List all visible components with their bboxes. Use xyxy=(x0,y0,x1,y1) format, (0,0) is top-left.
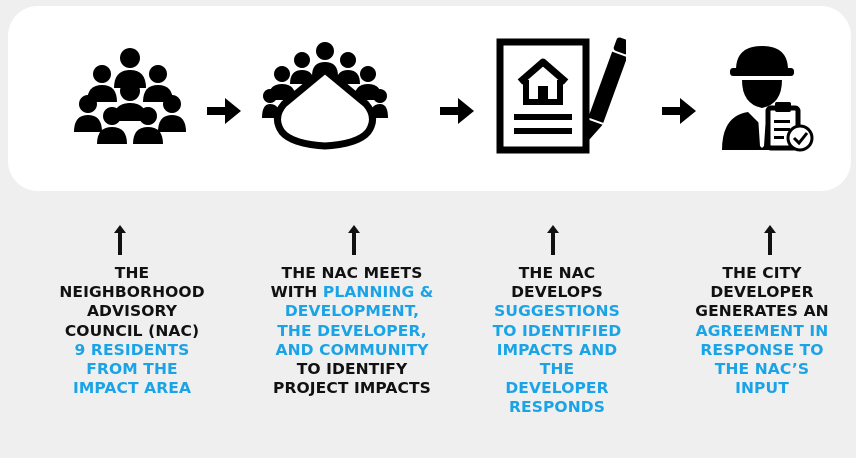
step-3-caption: THE NAC DEVELOPS SUGGESTIONS TO IDENTIFI… xyxy=(466,264,648,418)
right-arrow-icon xyxy=(207,98,241,124)
caption-line: TO IDENTIFY xyxy=(296,360,408,379)
house-document-pen-icon xyxy=(496,37,626,154)
caption-line: THE DEVELOPER, xyxy=(277,321,427,340)
step-1-caption: THE NEIGHBORHOOD ADVISORY COUNCIL (NAC) … xyxy=(36,264,228,398)
caption-line: AND COMMUNITY xyxy=(275,340,429,359)
right-arrow-icon xyxy=(662,98,696,124)
caption-line: DEVELOPMENT, xyxy=(284,302,420,321)
up-arrow-icon xyxy=(764,225,776,255)
up-arrow-icon xyxy=(348,225,360,255)
caption-line: RESPONSE TO xyxy=(700,340,824,359)
step-2-caption: THE THE NAC MEETS WITH PLANNING & DEVELO… xyxy=(249,264,455,398)
caption-line: FROM THE xyxy=(86,360,178,379)
people-group-icon xyxy=(74,48,186,144)
caption-line: THE NAC xyxy=(518,264,596,282)
caption-line: SUGGESTIONS xyxy=(494,302,620,321)
caption-line: TO IDENTIFIED xyxy=(492,321,622,340)
caption-line: DEVELOPER xyxy=(710,283,814,302)
meeting-table-icon xyxy=(262,42,388,150)
caption-line: THE NAC MEETS xyxy=(281,264,423,282)
caption-line: THE xyxy=(539,360,575,379)
up-arrow-icon xyxy=(114,225,126,255)
up-arrow-icon xyxy=(547,225,559,255)
caption-line: THE xyxy=(114,264,150,282)
caption-line: THE NAC’S xyxy=(714,360,810,379)
caption-line: AGREEMENT IN xyxy=(695,321,829,340)
right-arrow-icon xyxy=(440,98,474,124)
caption-line: IMPACTS AND xyxy=(496,340,618,359)
caption-line: RESPONDS xyxy=(508,398,606,417)
caption-line: DEVELOPS xyxy=(511,283,603,302)
caption-line: COUNCIL (NAC) xyxy=(64,321,200,340)
caption-line: DEVELOPER xyxy=(505,379,609,398)
caption-line: ADVISORY xyxy=(86,302,178,321)
caption-line: GENERATES AN xyxy=(695,302,829,321)
caption-line: PROJECT IMPACTS xyxy=(273,379,431,398)
step-4-caption: THE CITY DEVELOPER GENERATES AN AGREEMEN… xyxy=(668,264,856,398)
caption-line: THE CITY xyxy=(722,264,802,282)
caption-line: INPUT xyxy=(735,379,789,398)
caption-line: WITH PLANNING & xyxy=(249,283,455,302)
caption-fragment: WITH xyxy=(270,283,323,302)
caption-fragment: PLANNING & xyxy=(322,283,434,302)
caption-line: 9 RESIDENTS xyxy=(74,340,190,359)
engineer-checklist-icon xyxy=(722,46,814,152)
caption-line: IMPACT AREA xyxy=(72,379,192,398)
caption-line: NEIGHBORHOOD xyxy=(59,283,205,302)
